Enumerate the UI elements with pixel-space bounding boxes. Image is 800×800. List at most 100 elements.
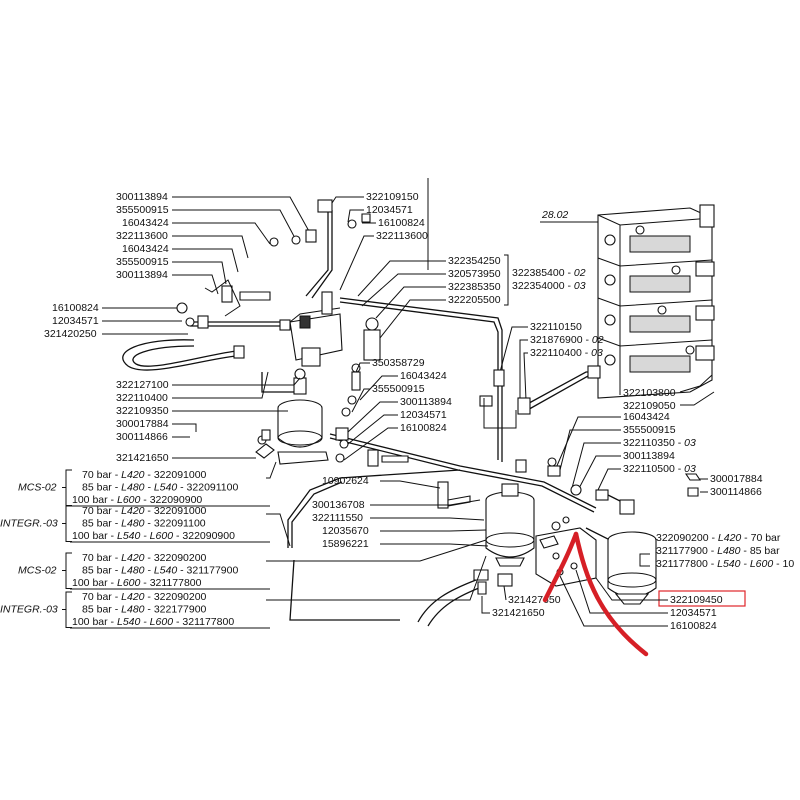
spec-row[interactable]: 100 bar - L540 - L600 - 321177800 — [72, 616, 234, 628]
spec-row[interactable]: 100 bar - L600 - 321177800 — [72, 577, 202, 589]
part-label[interactable]: 16043424 — [400, 370, 447, 382]
part-code: 322110350 — [623, 437, 675, 449]
part-label[interactable]: 322127100 — [116, 379, 169, 391]
part-label[interactable]: 321177900 - L480 - 85 bar — [656, 545, 780, 557]
spec-row[interactable]: 70 bar - L420 - 322090200 — [82, 552, 207, 564]
variant-spec: L480 - L540 — [121, 565, 177, 577]
part-code: 322091000 — [154, 505, 207, 517]
part-label[interactable]: 322110500 - 03 — [623, 463, 696, 475]
part-label[interactable]: 350358729 — [372, 357, 425, 369]
left-accumulator[interactable] — [255, 368, 329, 465]
part-label[interactable]: 321420250 — [44, 328, 97, 340]
part-label[interactable]: 322205500 — [448, 294, 501, 306]
part-label[interactable]: 320573950 — [448, 268, 501, 280]
part-code: 322090900 — [150, 494, 203, 506]
part-label[interactable]: 16043424 — [122, 217, 169, 229]
variant-suffix: 02 — [592, 334, 604, 346]
part-label[interactable]: 355500915 — [116, 256, 169, 268]
part-label[interactable]: 355500915 — [116, 204, 169, 216]
part-label[interactable]: 322090200 - L420 - 70 bar — [656, 532, 781, 544]
part-label[interactable]: 322109350 — [116, 405, 169, 417]
part-label[interactable]: 16100824 — [670, 620, 717, 632]
part-label[interactable]: 355500915 — [372, 383, 425, 395]
part-label[interactable]: 322103800 — [623, 387, 676, 399]
variant-spec: L420 — [121, 552, 145, 564]
part-label[interactable]: 15896221 — [322, 538, 369, 550]
spec-row[interactable]: 85 bar - L480 - L540 - 322091100 — [82, 482, 238, 494]
part-label[interactable]: 16100824 — [400, 422, 447, 434]
part-label[interactable]: 321427650 — [508, 594, 561, 606]
valve-block[interactable]: 28.02 — [540, 204, 715, 399]
pressure-unit: bar — [92, 494, 108, 506]
part-label[interactable]: 300113894 — [400, 396, 452, 408]
pressure-switch-block[interactable] — [289, 199, 381, 367]
label-separator: - — [173, 530, 182, 542]
part-label[interactable]: 12034571 — [366, 204, 413, 216]
part-label[interactable]: 322109150 — [366, 191, 419, 203]
part-label[interactable]: 300017884 — [116, 418, 169, 430]
part-label[interactable]: 322113600 — [116, 230, 168, 242]
spec-row[interactable]: 70 bar - L420 - 322091000 — [82, 505, 207, 517]
right-upper-labels: 322103800 322109050 — [623, 374, 715, 412]
part-label[interactable]: 300113894 — [116, 269, 168, 281]
part-label[interactable]: 300017884 — [710, 473, 763, 485]
part-label[interactable]: 16043424 — [623, 411, 670, 423]
pressure-unit: bar — [97, 552, 113, 564]
part-label[interactable]: 321421650 — [116, 452, 169, 464]
spec-row[interactable]: 85 bar - L480 - 322091100 — [82, 518, 206, 530]
spec-group-name: INTEGR.-03 — [0, 518, 58, 530]
part-label[interactable]: 322385350 — [448, 281, 501, 293]
part-label[interactable]: 12035670 — [322, 525, 369, 537]
group-leader — [266, 513, 291, 547]
part-label[interactable]: 322109050 — [623, 400, 676, 412]
part-label[interactable]: 16100824 — [378, 217, 425, 229]
spec-row[interactable]: 70 bar - L420 - 322090200 — [82, 591, 207, 603]
pressure-unit: bar — [97, 505, 113, 517]
spec-row[interactable]: 100 bar - L600 - 322090900 — [72, 494, 202, 506]
part-label[interactable]: 300114866 — [116, 431, 168, 443]
spec-row[interactable]: 85 bar - L480 - 322177900 — [82, 604, 207, 616]
pressure-value: 70 — [82, 505, 94, 517]
spec-group-name: MCS-02 — [18, 565, 57, 577]
part-code: 321177800 — [182, 616, 234, 628]
part-label[interactable]: 322354250 — [448, 255, 501, 267]
center-accumulator[interactable] — [485, 483, 535, 567]
pressure-unit: bar — [97, 482, 113, 494]
highlighted-part-label[interactable]: 322109450 — [670, 594, 723, 606]
part-label[interactable]: 16100824 — [52, 302, 99, 314]
part-label[interactable]: 322385400 - 02 — [512, 267, 586, 279]
part-label[interactable]: 322110400 — [116, 392, 168, 404]
part-label[interactable]: 322110400 - 03 — [530, 347, 603, 359]
part-label[interactable]: 12034571 — [670, 607, 717, 619]
part-label[interactable]: 322113600 — [376, 230, 428, 242]
part-label[interactable]: 321421650 — [492, 607, 545, 619]
part-label[interactable]: 355500915 — [623, 424, 676, 436]
part-label[interactable]: 10902624 — [322, 475, 369, 487]
part-label[interactable]: 322110350 - 03 — [623, 437, 696, 449]
part-label[interactable]: 12034571 — [400, 409, 447, 421]
part-label[interactable]: 322110150 — [530, 321, 582, 333]
part-label[interactable]: 300113894 — [116, 191, 168, 203]
part-label[interactable]: 16043424 — [122, 243, 169, 255]
spec-row[interactable]: 100 bar - L540 - L600 - 322090900 — [72, 530, 235, 542]
right-accumulator[interactable] — [607, 499, 657, 605]
part-label[interactable]: 300136708 — [312, 499, 365, 511]
label-separator: - — [108, 494, 117, 506]
part-label[interactable]: 12034571 — [52, 315, 99, 327]
spec-row[interactable]: 85 bar - L480 - L540 - 321177900 — [82, 565, 238, 577]
part-label[interactable]: 321876900 - 02 — [530, 334, 604, 346]
part-label[interactable]: 321177800 - L540 - L600 - 10 — [656, 558, 794, 570]
part-label[interactable]: 322111550 — [312, 512, 363, 524]
part-label[interactable]: 322354000 - 03 — [512, 280, 586, 292]
center-block-labels: 322354250 320573950 322385350 322205500 — [448, 254, 509, 306]
part-code: 322177900 — [154, 604, 207, 616]
group-leader — [266, 539, 487, 562]
part-label[interactable]: 300113894 — [623, 450, 675, 462]
spec-row[interactable]: 70 bar - L420 - 322091000 — [82, 469, 207, 481]
part-label[interactable]: 300114866 — [710, 486, 762, 498]
variant-spec: L480 - L540 — [121, 482, 177, 494]
